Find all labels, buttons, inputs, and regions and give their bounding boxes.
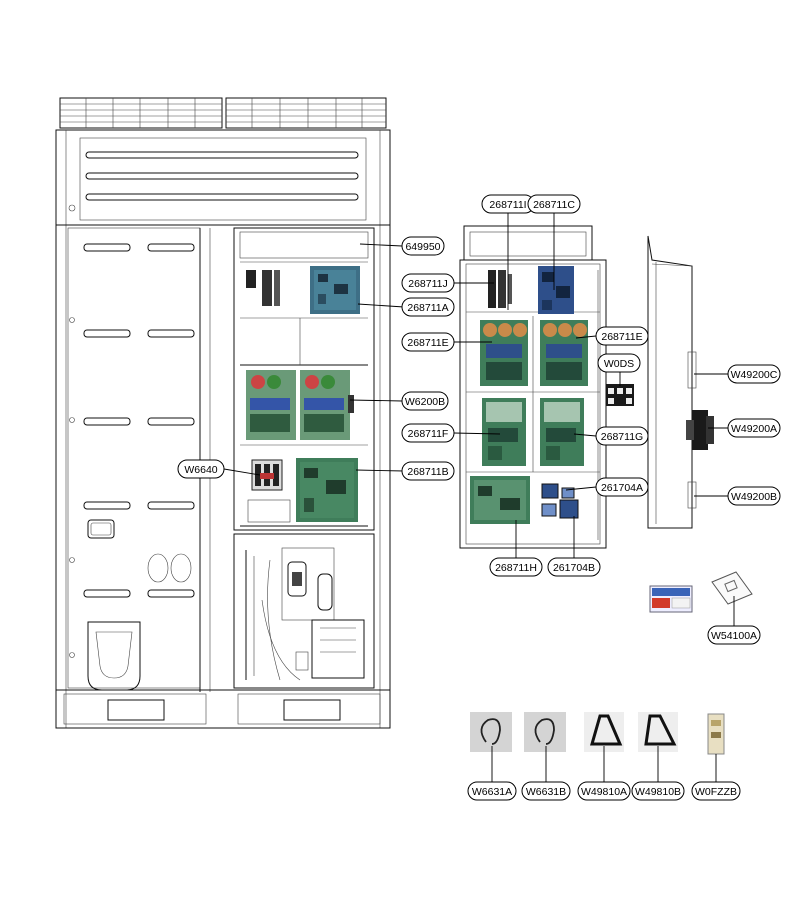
label-W49200A: W49200A (727, 418, 781, 438)
panel-slots (83, 243, 195, 598)
label-W6200B: W6200B (401, 391, 449, 411)
leader-lines (223, 212, 735, 782)
svg-text:261704A: 261704A (601, 482, 643, 494)
label-W6631B: W6631B (521, 781, 571, 801)
label-W0DS: W0DS (597, 353, 641, 373)
label-W54100A: W54100A (707, 625, 761, 645)
svg-text:W6200B: W6200B (405, 396, 445, 408)
label-W6631A: W6631A (467, 781, 517, 801)
label-268711E-right: 268711E (595, 326, 649, 346)
label-649950: 649950 (401, 236, 445, 256)
pcb-268711H (470, 476, 530, 524)
pcb-268711C (538, 266, 574, 314)
label-W49200B: W49200B (727, 486, 781, 506)
svg-text:W54100A: W54100A (711, 630, 757, 642)
svg-text:268711C: 268711C (533, 199, 575, 211)
svg-text:W49810B: W49810B (635, 786, 681, 798)
part-W49810A (584, 712, 624, 752)
label-W49810B: W49810B (631, 781, 685, 801)
label-268711E-left: 268711E (401, 332, 455, 352)
label-W6640: W6640 (177, 459, 225, 479)
pcb-268711G (540, 398, 584, 466)
fan-grille-left (59, 97, 223, 129)
part-W6631B (524, 712, 566, 752)
label-W49200C: W49200C (727, 364, 781, 384)
module-261704B (541, 499, 579, 519)
compressor-area (245, 547, 365, 681)
relay-268711J (488, 270, 512, 308)
svg-text:268711G: 268711G (601, 431, 643, 443)
pcb-268711F (482, 398, 526, 466)
fan-grille-right (225, 97, 387, 129)
pcb-268711E-left (480, 320, 528, 386)
part-W0FZZB (707, 713, 725, 755)
connector-W0DS (606, 384, 634, 406)
pcb-268711E-right (540, 320, 588, 386)
terminal-W6640 (251, 459, 283, 491)
svg-text:W0DS: W0DS (604, 358, 634, 370)
part-W49810B (638, 712, 678, 752)
label-W49810A: W49810A (577, 781, 631, 801)
svg-text:268711J: 268711J (408, 278, 448, 290)
label-268711C: 268711C (527, 194, 581, 214)
label-268711I: 268711I (481, 194, 535, 214)
control-box-exploded (459, 225, 634, 549)
label-261704A: 261704A (595, 477, 649, 497)
svg-text:W49810A: W49810A (581, 786, 627, 798)
label-268711B: 268711B (401, 461, 455, 481)
label-261704B: 261704B (547, 557, 601, 577)
callout-labels: 649950 268711J 268711A 268711E W6200B 26… (177, 194, 781, 801)
part-W6631A (470, 712, 512, 752)
inverter-board-W6200B (246, 370, 354, 440)
label-268711H: 268711H (489, 557, 543, 577)
svg-text:W0FZZB: W0FZZB (695, 786, 737, 798)
switch-W49200A (686, 410, 714, 450)
svg-text:268711B: 268711B (407, 466, 448, 478)
label-268711J: 268711J (401, 273, 455, 293)
svg-text:W49200B: W49200B (731, 491, 777, 503)
side-panel (647, 235, 714, 529)
svg-text:W6631A: W6631A (472, 786, 512, 798)
svg-text:268711F: 268711F (408, 428, 449, 440)
bracket-W54100A (711, 571, 753, 605)
label-268711G: 268711G (595, 426, 649, 446)
label-268711F: 268711F (401, 423, 455, 443)
label-268711A: 268711A (401, 297, 455, 317)
svg-text:268711I: 268711I (489, 199, 526, 211)
svg-text:268711E: 268711E (601, 331, 642, 343)
sticker-pack (649, 585, 693, 613)
svg-text:268711A: 268711A (407, 302, 448, 314)
module-261704A (541, 483, 575, 499)
svg-text:649950: 649950 (405, 241, 440, 253)
svg-text:W49200A: W49200A (731, 423, 777, 435)
svg-text:W49200C: W49200C (731, 369, 778, 381)
svg-text:268711E: 268711E (407, 337, 448, 349)
relay-block-649-area (246, 270, 280, 306)
pcb-268711B (296, 458, 358, 522)
svg-text:268711H: 268711H (495, 562, 537, 574)
svg-text:W6631B: W6631B (526, 786, 566, 798)
pcb-268711A (310, 266, 360, 314)
outdoor-unit-cabinet (55, 97, 391, 729)
access-hatch (87, 621, 141, 691)
label-W0FZZB: W0FZZB (691, 781, 741, 801)
svg-text:261704B: 261704B (553, 562, 595, 574)
svg-text:W6640: W6640 (184, 464, 217, 476)
